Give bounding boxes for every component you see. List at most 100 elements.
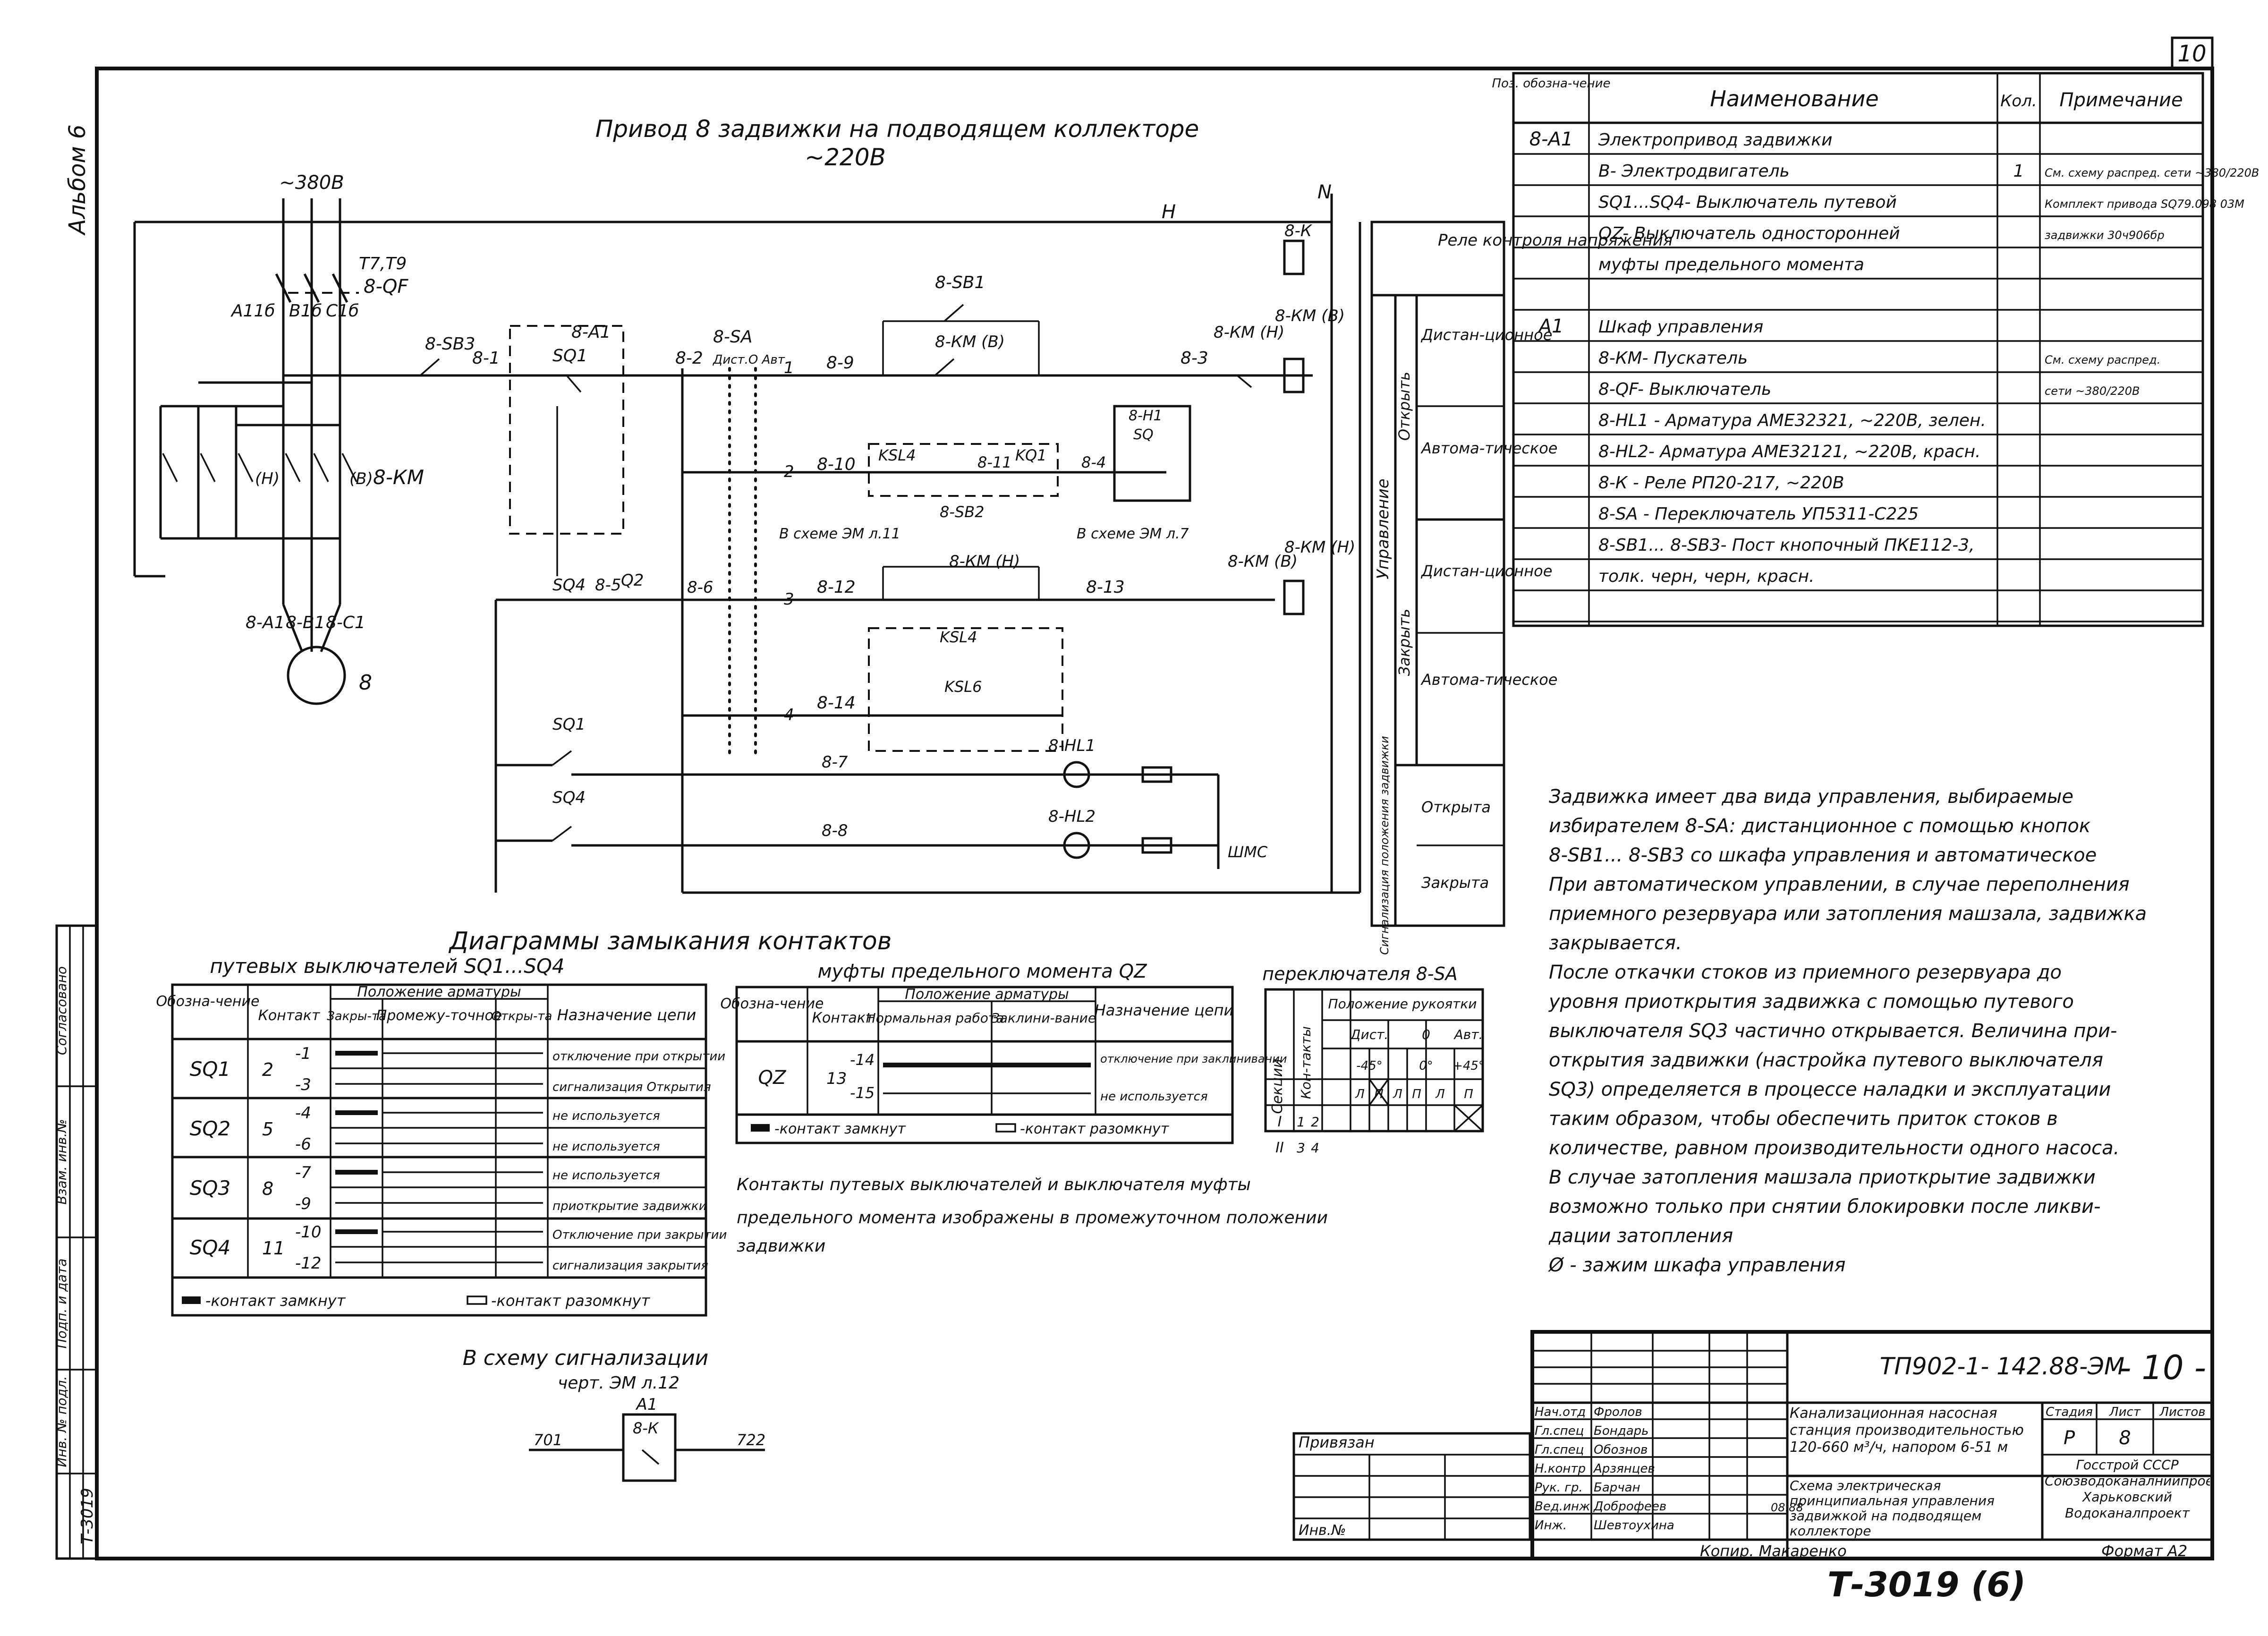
note-line: дации затопления: [1548, 1225, 1733, 1247]
tb-format: Формат А2: [2101, 1542, 2187, 1560]
hl2-lamp: [1063, 832, 1090, 859]
ls-h5: Откры-та: [492, 1009, 552, 1023]
ls-contact: 2: [262, 1059, 273, 1080]
note-line: Задвижка имеет два вида управления, выби…: [1549, 786, 2073, 808]
sa-sub: П: [1464, 1087, 1473, 1101]
note-line: уровня приоткрытия задвижка с помощью пу…: [1548, 991, 2074, 1013]
diag-note-3: задвижки: [737, 1236, 825, 1256]
relay-k-coil: [1283, 239, 1305, 275]
ls-purpose: отключение при открытии: [552, 1049, 725, 1064]
ls-purpose: сигнализация Открытия: [552, 1080, 711, 1094]
spec-name: Электропривод задвижки: [1598, 130, 1833, 150]
kmh-top: 8-КМ (Н): [1214, 323, 1284, 342]
tb-name: Арзянцев: [1593, 1462, 1655, 1476]
bus-h-label: Н: [1162, 201, 1176, 223]
note-line: При автоматическом управлении, в случае …: [1549, 874, 2130, 895]
frame: 10 Альбом 6: [64, 36, 2214, 1560]
sa-h0: Секции: [1269, 1059, 1286, 1114]
spec-note: задвижки 30ч906бр: [2045, 229, 2165, 242]
ls-bar-closed: [335, 1051, 378, 1056]
sa-sub: П: [1374, 1087, 1384, 1101]
ls-purpose: не используется: [552, 1109, 660, 1123]
ls-term: -12: [295, 1254, 322, 1273]
sa-sub: П: [1412, 1087, 1421, 1101]
spec-name: 8-HL1 - Арматура АМЕ32321, ~220В, зелен.: [1598, 411, 1986, 430]
relay-k-label: 8-К: [1284, 222, 1313, 240]
wire-8-11: 8-11: [977, 453, 1012, 471]
sa-contact: 3: [1297, 1140, 1305, 1156]
sa-position: 0: [1422, 1027, 1430, 1042]
wire-8-10: 8-10: [817, 455, 856, 474]
ls-term: -9: [295, 1194, 311, 1213]
sa-section: II: [1275, 1140, 1284, 1156]
tb-role: Вед.инж: [1535, 1500, 1590, 1514]
sa-modes: Дист.О Авт.: [713, 353, 789, 367]
ls-term: -1: [295, 1044, 311, 1063]
tb-name: Бондарь: [1594, 1424, 1648, 1438]
ls-contact: 8: [262, 1178, 273, 1199]
qz-h4: Заклини-вание: [991, 1010, 1096, 1026]
tb-role: Рук. гр.: [1535, 1481, 1583, 1495]
left-stamp-strip: Согласовано Взам. инв.№ Подп. и дата Инв…: [54, 924, 98, 1560]
ls-bar-closed: [335, 1110, 378, 1115]
qz-t2: -15: [850, 1084, 875, 1102]
ls-purpose: не используется: [552, 1168, 660, 1183]
ls-purpose: Отключение при закрытии: [552, 1228, 727, 1242]
sig-relay: 8-К: [633, 1419, 659, 1437]
tb-copied: Копир. Макаренко: [1700, 1542, 1847, 1560]
ls-h6: Назначение цепи: [557, 1006, 697, 1024]
ls-term: -10: [295, 1223, 322, 1242]
km-h-coil-label: 8-КМ (Н): [1284, 538, 1355, 557]
tb-drawing: Схема электрическая принципиальная управ…: [1790, 1478, 1995, 1539]
spec-name: 8-SA - Переключатель УП5311-С225: [1598, 504, 1919, 524]
bus-n-label: N: [1317, 181, 1332, 203]
fc-signal: Сигнализация положения задвижки: [1378, 736, 1391, 954]
qz-legend-open: -контакт разомкнут: [1020, 1121, 1170, 1137]
album-label: Альбом 6: [64, 125, 91, 236]
ls-bar-closed: [335, 1170, 378, 1175]
sa-caption: переключателя 8-SA: [1262, 963, 1457, 984]
sq1-low: SQ1: [552, 715, 586, 734]
a1-box: [509, 325, 624, 535]
ls-h4: Промежу-точное: [376, 1007, 502, 1024]
spec-pos: 8-А1: [1529, 128, 1573, 150]
sa-contact: 4: [1311, 1140, 1319, 1156]
tb-name: Шевтоухина: [1594, 1518, 1674, 1533]
tb-name: Доброфеев: [1593, 1500, 1666, 1514]
spec-note: сети ~380/220В: [2045, 384, 2140, 398]
tb-project-fo: Канализационная насосная станция произво…: [1790, 1405, 2024, 1456]
qz-h2: Положение арматуры: [905, 986, 1069, 1003]
note-line: приемного резервуара или затопления машз…: [1549, 903, 2147, 925]
sa-h1: Кон-такты: [1298, 1026, 1314, 1099]
note-line: SQ3) определяется в процессе наладки и э…: [1549, 1079, 2111, 1100]
qz-p1: отключение при заклинивании: [1100, 1052, 1287, 1065]
motor-symbol: [287, 646, 346, 705]
schematic-subtitle: ~220В: [805, 144, 886, 171]
fc-otkryt: Открыть: [1395, 372, 1413, 441]
ref-em11: В схеме ЭМ л.11: [779, 526, 900, 542]
notes-block: Задвижка имеет два вида управления, выби…: [1548, 786, 2147, 1276]
wire-8-4: 8-4: [1081, 453, 1106, 471]
spec-name: 8-К - Реле РП20-217, ~220В: [1598, 473, 1844, 493]
qz-legend-closed: -контакт замкнут: [774, 1121, 906, 1137]
fc-item-2: Автома-тическое: [1420, 439, 1557, 457]
sa-label: 8-SA: [713, 327, 752, 347]
page-number: 10: [2177, 41, 2206, 67]
ls-h1: Контакт: [258, 1007, 321, 1024]
ls-term: -6: [295, 1135, 311, 1154]
tb-drawing-fo: Схема электрическая принципиальная управ…: [1790, 1478, 1995, 1539]
sa-sub: Л: [1355, 1087, 1365, 1101]
h1-label: 8-Н1: [1129, 408, 1163, 424]
ls-switch: SQ4: [190, 1236, 230, 1259]
ls-switch: SQ1: [190, 1057, 230, 1081]
diag-note-1: Контакты путевых выключателей и выключат…: [737, 1175, 1251, 1194]
tb-code: ТП902-1- 142.88-ЭМ: [1880, 1353, 2124, 1380]
sig-line2: черт. ЭМ л.12: [558, 1373, 680, 1393]
hl1-lamp: [1063, 761, 1090, 788]
shms-label: ШМС: [1228, 843, 1268, 861]
note-line: закрывается.: [1549, 932, 1682, 954]
qz-sw: QZ: [758, 1067, 787, 1089]
qz-t1: -14: [850, 1051, 875, 1069]
strip-label-4: Инв. № подл.: [54, 1376, 69, 1467]
sb2-label: 8-SB2: [940, 503, 985, 521]
